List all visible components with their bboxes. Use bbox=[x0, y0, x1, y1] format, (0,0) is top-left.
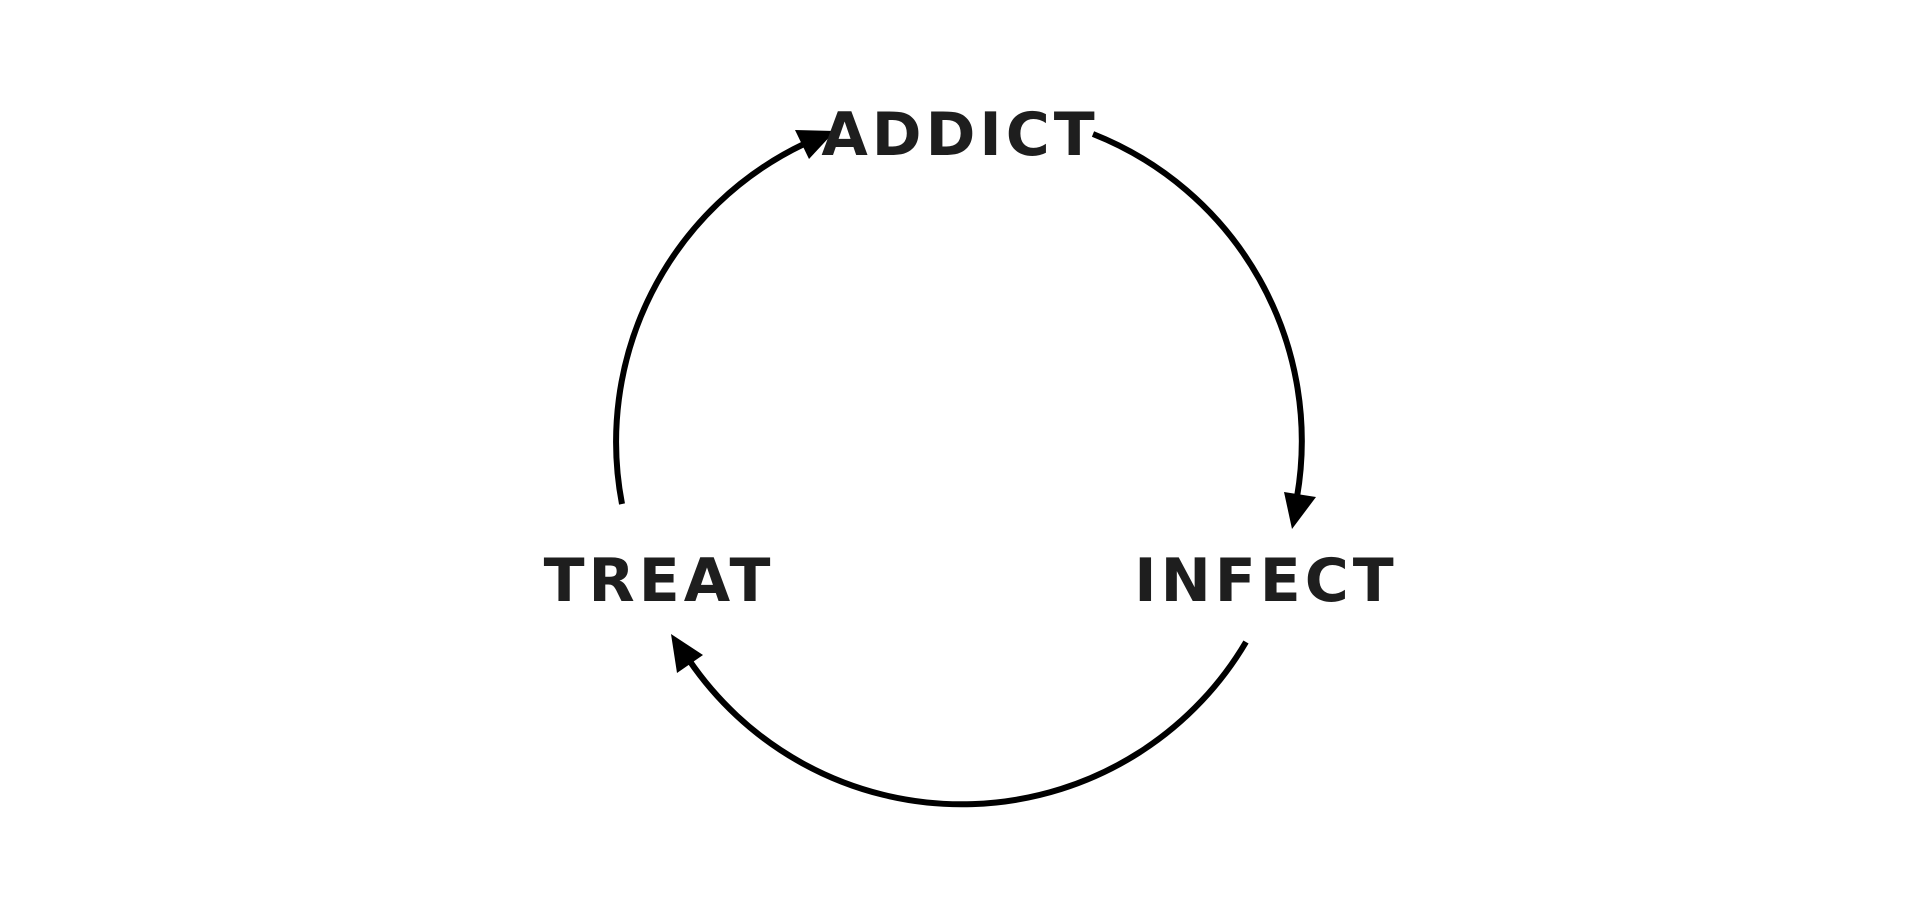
edge-infect-to-treat bbox=[671, 634, 1249, 808]
arc-addict-to-infect bbox=[1091, 131, 1305, 498]
node-label-treat: TREAT bbox=[544, 546, 775, 616]
node-label-infect: INFECT bbox=[1134, 546, 1397, 616]
arc-treat-to-addict bbox=[613, 141, 806, 505]
node-label-addict: ADDICT bbox=[821, 100, 1098, 170]
arrowhead-icon bbox=[1284, 492, 1316, 529]
edge-treat-to-addict bbox=[613, 130, 835, 505]
arrowhead-icon bbox=[671, 634, 703, 673]
arrowhead-icon bbox=[795, 130, 835, 159]
edge-addict-to-infect bbox=[1091, 131, 1316, 529]
arc-infect-to-treat bbox=[686, 640, 1249, 808]
